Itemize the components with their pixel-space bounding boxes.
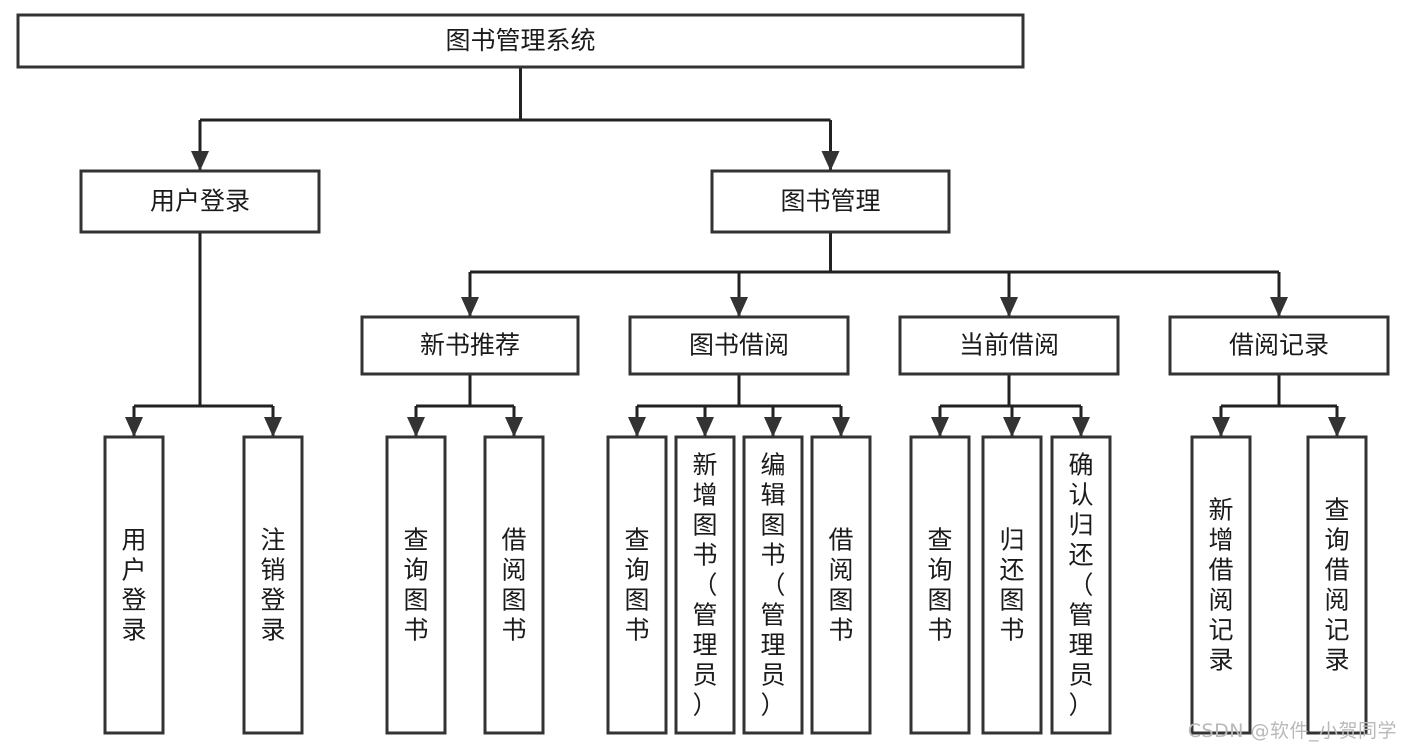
arrow-head-icon <box>407 417 425 437</box>
arrow-head-icon <box>125 417 143 437</box>
arrow-head-icon <box>264 417 282 437</box>
node-label: 图书借阅 <box>689 331 789 360</box>
node-label: 新书推荐 <box>420 331 520 360</box>
arrow-head-icon <box>1328 417 1346 437</box>
arrow-head-icon <box>1003 417 1021 437</box>
edge-layer <box>125 67 1346 437</box>
node-box <box>898 315 1120 376</box>
node-label: 查询借阅记录 <box>1324 495 1349 674</box>
node-leaf11[interactable]: 确认归还（管理员） <box>1050 435 1112 735</box>
node-box <box>606 435 668 735</box>
node-label: 当前借阅 <box>959 331 1059 360</box>
node-label: 编辑图书（管理员） <box>760 450 785 719</box>
node-leaf12[interactable]: 新增借阅记录 <box>1190 435 1252 735</box>
watermark-label: CSDN @软件_小贺同学 <box>1187 720 1397 742</box>
node-label: 用户登录 <box>150 187 250 216</box>
node-box <box>1190 435 1252 735</box>
node-box <box>909 435 971 735</box>
node-box <box>1050 435 1112 735</box>
node-box <box>628 315 850 376</box>
node-leaf7[interactable]: 编辑图书（管理员） <box>742 435 804 735</box>
node-leaf9[interactable]: 查询图书 <box>909 435 971 735</box>
node-box <box>16 13 1025 69</box>
node-label: 查询图书 <box>624 525 649 644</box>
node-leaf10[interactable]: 归还图书 <box>981 435 1043 735</box>
node-records[interactable]: 借阅记录 <box>1168 315 1390 376</box>
node-box <box>103 435 165 735</box>
node-leaf5[interactable]: 查询图书 <box>606 435 668 735</box>
node-leaf13[interactable]: 查询借阅记录 <box>1306 435 1368 735</box>
node-label: 借阅图书 <box>828 525 853 644</box>
node-label: 新增图书（管理员） <box>692 450 717 719</box>
node-label: 确认归还（管理员） <box>1068 450 1093 719</box>
arrow-head-icon <box>730 297 748 317</box>
node-box <box>79 169 321 234</box>
arrow-head-icon <box>1000 297 1018 317</box>
node-label: 查询图书 <box>927 525 952 644</box>
node-login[interactable]: 用户登录 <box>79 169 321 234</box>
node-box <box>385 435 447 735</box>
node-current[interactable]: 当前借阅 <box>898 315 1120 376</box>
node-box <box>360 315 580 376</box>
arrow-head-icon <box>764 417 782 437</box>
arrow-head-icon <box>821 151 840 171</box>
node-root[interactable]: 图书管理系统 <box>16 13 1025 69</box>
node-box <box>242 435 304 735</box>
arrow-head-icon <box>191 151 209 171</box>
node-box <box>1168 315 1390 376</box>
arrow-head-icon <box>628 417 646 437</box>
node-leaf4[interactable]: 借阅图书 <box>483 435 545 735</box>
node-label: 归还图书 <box>999 525 1024 644</box>
node-box <box>742 435 804 735</box>
node-box <box>1306 435 1368 735</box>
node-leaf8[interactable]: 借阅图书 <box>810 435 872 735</box>
node-label: 用户登录 <box>121 525 146 644</box>
node-label: 借阅图书 <box>501 525 526 644</box>
node-box <box>674 435 736 735</box>
arrow-head-icon <box>461 297 479 317</box>
node-leaf6[interactable]: 新增图书（管理员） <box>674 435 736 735</box>
node-box <box>981 435 1043 735</box>
node-box <box>483 435 545 735</box>
arrow-head-icon <box>1072 417 1090 437</box>
node-bookmgmt[interactable]: 图书管理 <box>710 169 951 234</box>
node-leaf1[interactable]: 用户登录 <box>103 435 165 735</box>
arrow-head-icon <box>505 417 523 437</box>
node-label: 查询图书 <box>403 525 428 644</box>
arrow-head-icon <box>931 417 949 437</box>
arrow-head-icon <box>1212 417 1230 437</box>
node-borrow[interactable]: 图书借阅 <box>628 315 850 376</box>
node-leaf2[interactable]: 注销登录 <box>242 435 304 735</box>
arrow-head-icon <box>696 417 714 437</box>
node-label: 新增借阅记录 <box>1208 495 1233 674</box>
node-box <box>710 169 951 234</box>
node-newbook[interactable]: 新书推荐 <box>360 315 580 376</box>
node-layer: 图书管理系统用户登录图书管理新书推荐图书借阅当前借阅借阅记录用户登录注销登录查询… <box>16 13 1390 735</box>
arrow-head-icon <box>1270 297 1288 317</box>
node-label: 注销登录 <box>260 525 285 644</box>
node-box <box>810 435 872 735</box>
node-label: 图书管理 <box>780 187 880 216</box>
node-label: 借阅记录 <box>1229 331 1329 360</box>
node-leaf3[interactable]: 查询图书 <box>385 435 447 735</box>
node-label: 图书管理系统 <box>445 26 595 55</box>
arrow-head-icon <box>832 417 850 437</box>
